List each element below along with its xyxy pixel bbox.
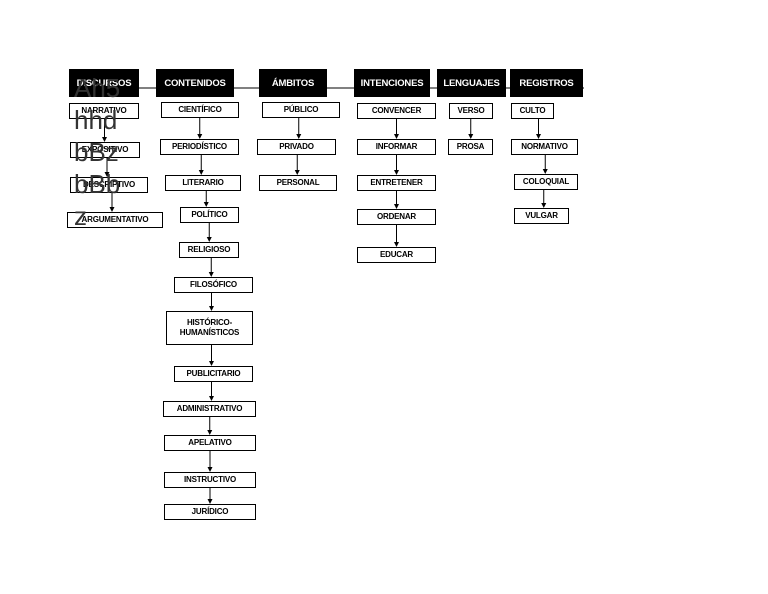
header-discursos: DISCURSOS bbox=[69, 69, 139, 97]
arrow-head bbox=[206, 237, 212, 242]
box-publicitario: PUBLICITARIO bbox=[174, 366, 253, 382]
arrow-head bbox=[296, 134, 302, 139]
arrow-head bbox=[394, 204, 399, 209]
arrow-head bbox=[394, 134, 399, 139]
box-juridico: JURÍDICO bbox=[164, 504, 256, 520]
box-culto: CULTO bbox=[511, 103, 554, 119]
box-personal: PERSONAL bbox=[259, 175, 337, 191]
arrow-head bbox=[541, 203, 547, 208]
box-prosa: PROSA bbox=[448, 139, 493, 155]
arrow-head bbox=[294, 170, 300, 175]
box-educar: EDUCAR bbox=[357, 247, 436, 263]
box-politico: POLÍTICO bbox=[180, 207, 239, 223]
arrow-head bbox=[209, 361, 214, 366]
box-apelativo: APELATIVO bbox=[164, 435, 256, 451]
box-periodistico: PERIODÍSTICO bbox=[160, 139, 239, 155]
arrow-head bbox=[198, 170, 204, 175]
arrow-head bbox=[394, 170, 399, 175]
arrow-head bbox=[207, 499, 213, 504]
box-historico-humanisticos: HISTÓRICO-HUMANÍSTICOS bbox=[166, 311, 253, 345]
arrow-head bbox=[104, 172, 110, 177]
arrow-head bbox=[468, 134, 474, 139]
arrow-head bbox=[203, 202, 209, 207]
box-instructivo: INSTRUCTIVO bbox=[164, 472, 256, 488]
box-coloquial: COLOQUIAL bbox=[514, 174, 578, 190]
box-narrativo: NARRATIVO bbox=[69, 103, 139, 119]
arrow-head bbox=[209, 396, 214, 401]
box-filosofico: FILOSÓFICO bbox=[174, 277, 253, 293]
box-ordenar: ORDENAR bbox=[357, 209, 436, 225]
arrow-head bbox=[208, 272, 214, 277]
box-administrativo: ADMINISTRATIVO bbox=[163, 401, 256, 417]
arrow-head bbox=[536, 134, 541, 139]
box-religioso: RELIGIOSO bbox=[179, 242, 239, 258]
arrow-head bbox=[109, 207, 115, 212]
box-verso: VERSO bbox=[449, 103, 493, 119]
box-expositivo: EXPOSITIVO bbox=[70, 142, 140, 158]
header-contenidos: CONTENIDOS bbox=[156, 69, 234, 97]
arrow-head bbox=[102, 137, 107, 142]
box-publico: PÚBLICO bbox=[262, 102, 340, 118]
header-lenguajes: LENGUAJES bbox=[437, 69, 506, 97]
box-descriptivo: DESCRIPTIVO bbox=[70, 177, 148, 193]
box-privado: PRIVADO bbox=[257, 139, 336, 155]
header-registros: REGISTROS bbox=[510, 69, 583, 97]
box-cientifico: CIENTÍFICO bbox=[161, 102, 239, 118]
arrow-head bbox=[207, 467, 213, 472]
header-intenciones: INTENCIONES bbox=[354, 69, 430, 97]
box-normativo: NORMATIVO bbox=[511, 139, 578, 155]
box-argumentativo: ARGUMENTATIVO bbox=[67, 212, 163, 228]
arrow-head bbox=[394, 242, 399, 247]
arrow-head bbox=[542, 169, 548, 174]
header-ambitos: ÁMBITOS bbox=[259, 69, 327, 97]
box-vulgar: VULGAR bbox=[514, 208, 569, 224]
box-entretener: ENTRETENER bbox=[357, 175, 436, 191]
arrow-head bbox=[197, 134, 203, 139]
arrow-head bbox=[207, 430, 213, 435]
arrow-head bbox=[209, 306, 214, 311]
box-convencer: CONVENCER bbox=[357, 103, 436, 119]
box-informar: INFORMAR bbox=[357, 139, 436, 155]
box-literario: LITERARIO bbox=[165, 175, 241, 191]
